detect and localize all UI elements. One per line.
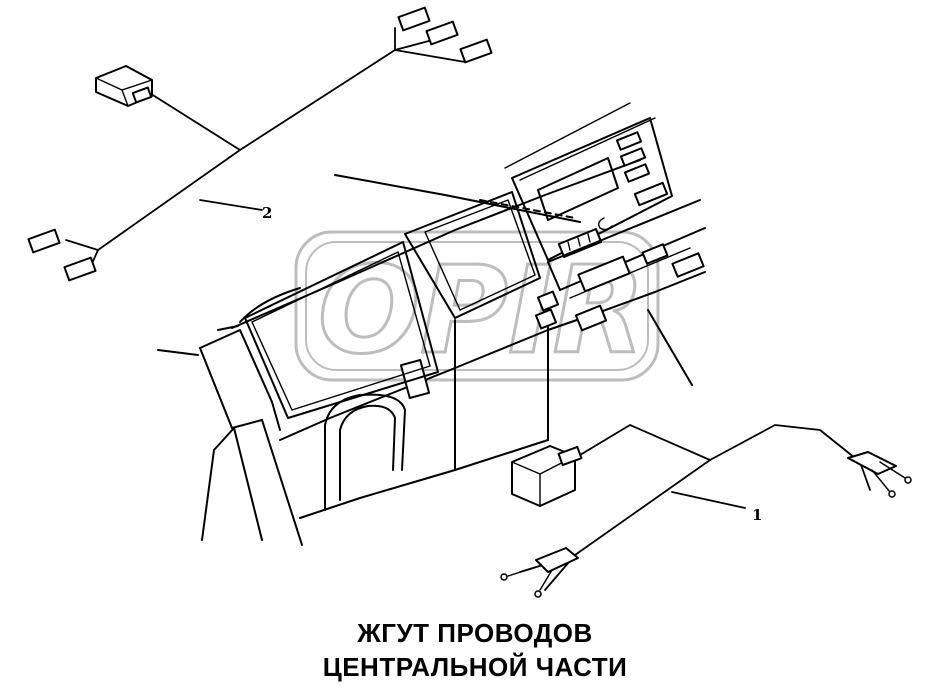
switch-block [511,445,583,507]
central-display [404,191,541,319]
diagram-title-line-2: ЦЕНТРАЛЬНОЙ ЧАСТИ [322,652,628,682]
plug-connectors-left [27,228,97,282]
routing-lines [157,174,693,386]
instrument-cluster [244,241,439,419]
plug-connectors-top [397,6,493,64]
terminal-lugs-right [847,451,912,498]
control-panel [511,117,706,332]
callout-2: 2 [262,204,272,222]
diagram-title-line-1: ЖГУТ ПРОВОДОВ [357,618,593,648]
terminal-lugs-left [500,547,579,598]
connector-block-top-left [95,65,153,107]
dashboard-outline [199,102,706,546]
callout-1: 1 [752,506,762,524]
wiring-harness-2 [65,27,466,269]
